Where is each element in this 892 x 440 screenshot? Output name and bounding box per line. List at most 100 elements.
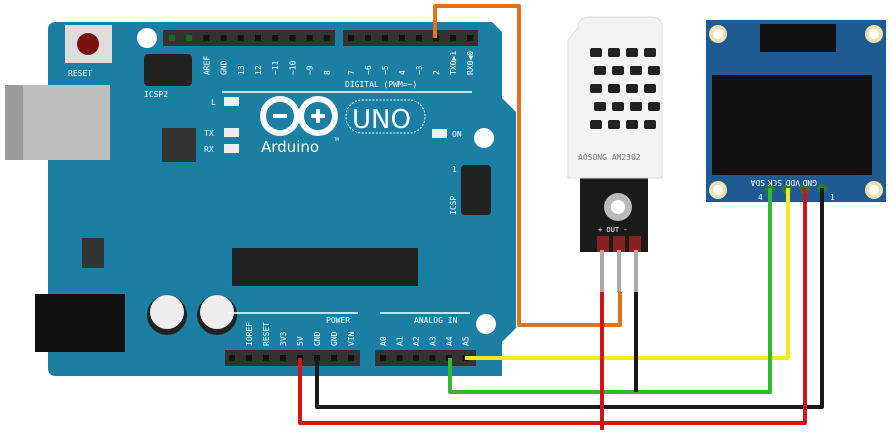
led-l [224,97,239,106]
led-rx [224,144,239,153]
digital-pin-label: ~9 [306,65,315,75]
sensor-vent [630,102,642,111]
digital-pin[interactable] [450,35,456,41]
digital-pin-label: ~10 [288,60,297,75]
arduino-logo [260,96,426,136]
digital-pin[interactable] [323,35,330,41]
digital-pin[interactable] [399,35,405,41]
usb-connector-shade [5,85,23,160]
sensor-vent [590,120,602,129]
analog-pin-label: A1 [396,336,405,346]
digital-header-low [343,30,478,46]
digital-pin[interactable] [416,35,422,41]
sensor-vent [626,48,638,57]
sensor-pin-out[interactable] [613,236,625,252]
power-pin[interactable] [246,355,252,361]
sensor-pin-gnd[interactable] [629,236,641,252]
power-jack [35,294,125,352]
wire-yellow-scl [465,188,790,360]
reset-button-cap[interactable] [77,33,99,55]
sensor-vent [644,120,656,129]
analog-pin-label: A3 [429,336,438,346]
digital-pin[interactable] [467,35,473,41]
sensor-pin-vcc[interactable] [597,236,609,252]
digital-pin-label: ~6 [364,65,373,75]
digital-pin[interactable] [306,35,313,41]
analog-pin-label: A2 [412,336,421,346]
digital-label: DIGITAL (PWM=~) [345,80,417,89]
oled-pin-label: SDA [750,178,765,187]
icsp-pin1-label: 1 [452,165,457,174]
digital-pin-label: 7 [347,70,356,75]
oled-pin-label: SCK [767,178,782,187]
power-pin[interactable] [229,355,235,361]
analog-pin[interactable] [413,355,419,361]
oled-pin-label: VDD [785,178,800,187]
digital-pin[interactable] [289,35,296,41]
digital-pin[interactable] [255,35,261,41]
capacitor-top [150,295,184,329]
mount-hole [474,128,494,148]
sensor-vent [612,66,624,75]
digital-pin[interactable] [203,35,210,41]
mount-hole [476,314,496,334]
dht22-sensor-module: + OUT - AOSONG AM2302 [567,16,663,252]
power-pin[interactable] [348,355,354,361]
usb-chip [162,128,196,162]
mount-hole [137,28,157,48]
power-pin[interactable] [331,355,337,361]
oled-pin-label: GND [802,178,817,187]
digital-pin-label: 8 [323,70,332,75]
analog-pin[interactable] [396,355,403,361]
power-label: POWER [326,316,350,325]
sensor-vent [590,84,602,93]
sensor-vent [612,102,624,111]
wires [298,4,824,430]
power-pin-label: IOREF [245,322,254,346]
digital-pin[interactable] [186,35,193,41]
digital-pin[interactable] [237,35,244,41]
analog-pin-label: A0 [379,336,388,346]
power-pin-label: 3V3 [279,331,288,346]
digital-pin[interactable] [272,35,279,41]
power-pin-label: GND [313,331,322,346]
sensor-marking: AOSONG AM2302 [578,153,641,162]
digital-pin-label: ~3 [415,65,424,75]
arduino-uno-board: RESET ICSP2 1 ICSP L TX RX ON UNO Ardui [5,22,516,376]
capacitor-top [200,295,234,329]
sensor-vent [630,66,642,75]
digital-pin[interactable] [348,35,354,41]
digital-pin-label: 12 [254,65,263,75]
regulator [82,238,104,268]
sensor-vent [644,84,656,93]
sensor-vent [648,102,660,111]
digital-pin[interactable] [365,35,371,41]
power-pin[interactable] [280,355,286,361]
power-pin-label: GND [330,331,339,346]
power-pin-label: VIN [347,331,356,346]
digital-pin[interactable] [382,35,388,41]
digital-pin-label: 4 [398,70,407,75]
digital-pin-label: ~5 [381,65,390,75]
oled-pin1-label: 1 [830,193,835,202]
analog-pin[interactable] [380,355,386,361]
power-pin-label: RESET [262,322,271,346]
digital-pin[interactable] [220,35,227,41]
sensor-vent [608,84,620,93]
brand-label: Arduino [261,138,319,156]
digital-pin[interactable] [169,35,175,41]
digital-pin-label: AREF [202,56,211,75]
digital-pin-label: RX0◀0 [466,51,475,75]
power-pin[interactable] [263,355,269,361]
icsp2-header [144,54,192,86]
power-header [225,350,360,366]
oled-pin4-label: 4 [758,193,763,202]
model-label: UNO [352,105,411,135]
wire-black-gnd [315,188,824,409]
analog-pin[interactable] [429,355,436,361]
digital-header-high [163,30,335,46]
digital-pin-label: 2 [432,70,441,75]
power-pin-label: 5V [296,336,305,346]
